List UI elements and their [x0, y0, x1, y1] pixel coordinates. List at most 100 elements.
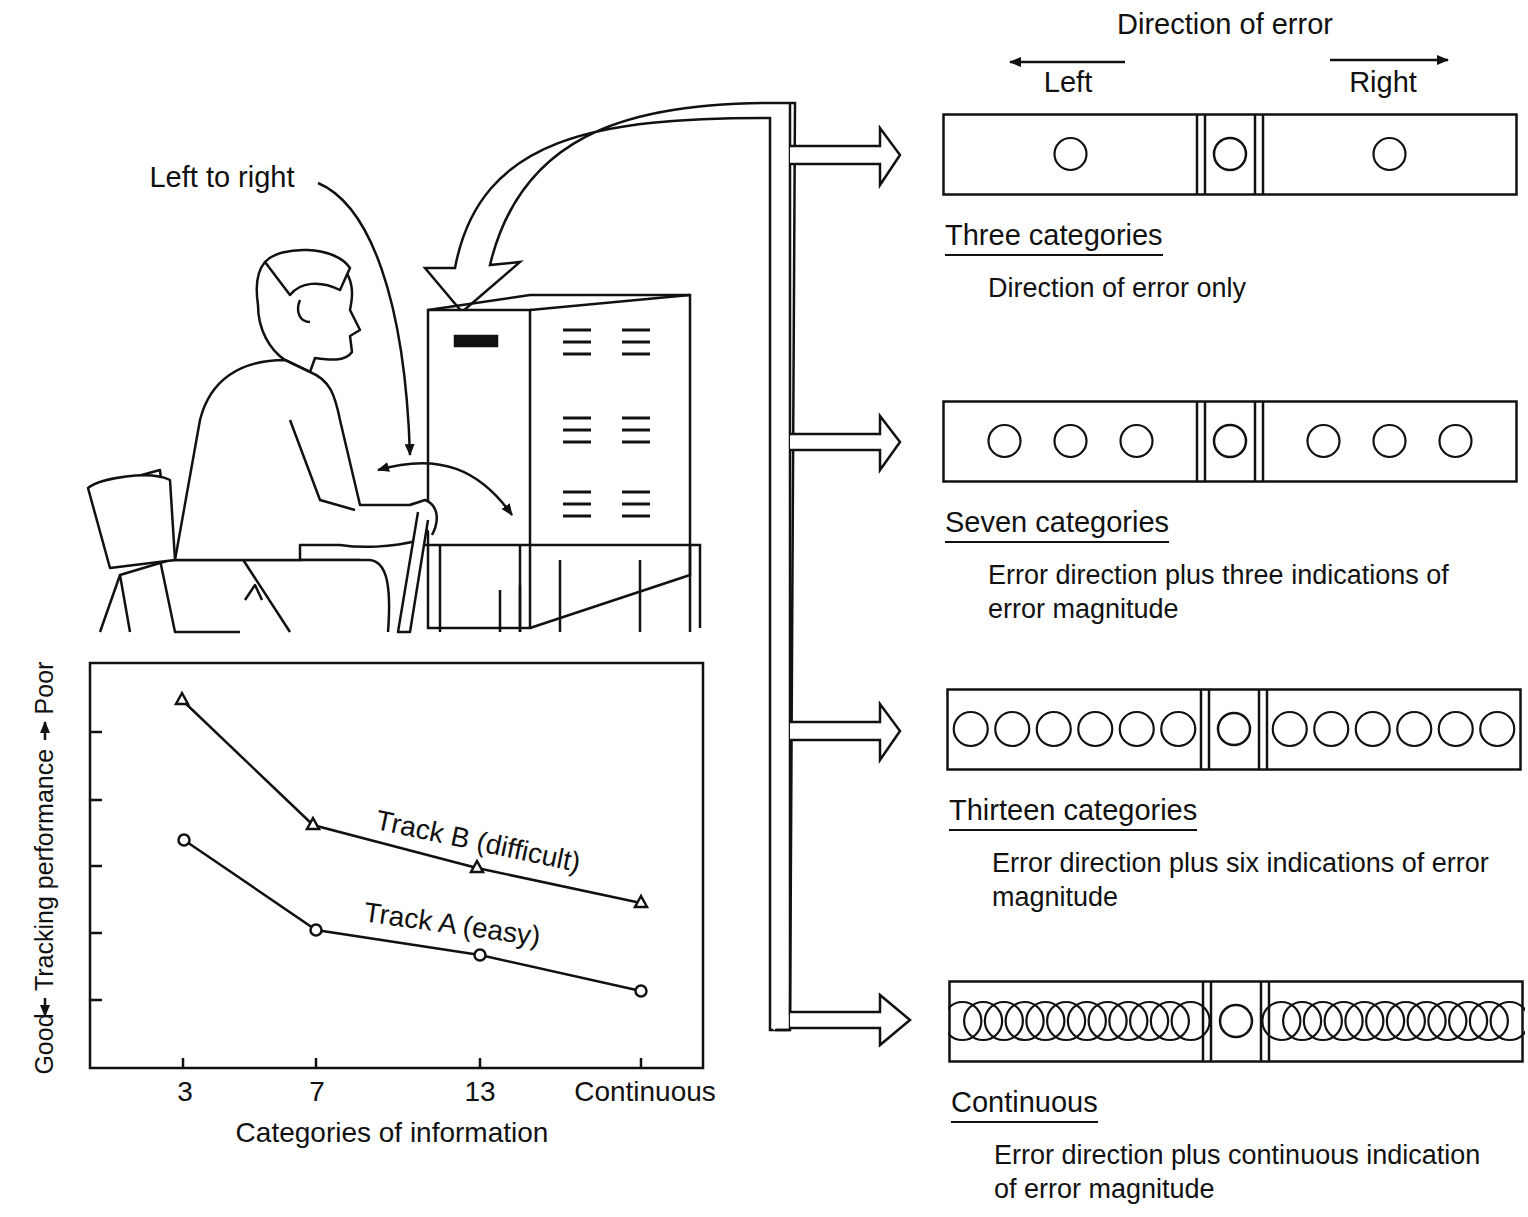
track-a-line	[636, 986, 647, 997]
display-panel: Seven categoriesError direction plus thr…	[942, 400, 1519, 627]
display-bar	[1266, 690, 1269, 770]
display-bar	[989, 425, 1021, 457]
display-bar	[1196, 115, 1199, 195]
display-bar	[1480, 712, 1514, 746]
display-bar	[1356, 712, 1390, 746]
display-bar	[1214, 425, 1246, 457]
display-bar	[1283, 1002, 1321, 1040]
display-bar	[1258, 690, 1261, 770]
display-cabinet	[425, 295, 700, 632]
motion-arrow	[318, 183, 410, 455]
display-bar	[1262, 402, 1265, 482]
panel-description: Error direction plus three indications o…	[988, 559, 1488, 627]
operator-figure	[290, 420, 355, 510]
display-bar	[1273, 712, 1307, 746]
display-bar	[1449, 1002, 1487, 1040]
tick-label: Continuous	[574, 1077, 716, 1108]
display-bar	[1130, 1002, 1168, 1040]
panel-heading: Continuous	[951, 1086, 1098, 1123]
track-b-line	[176, 693, 647, 907]
branch-arrows	[790, 704, 900, 760]
branch-arrows	[790, 416, 900, 470]
display-bar	[1218, 713, 1250, 745]
series-label: Track A (easy)	[362, 897, 542, 952]
track-b-line	[176, 693, 647, 907]
axis-arrows	[44, 998, 47, 1016]
display-bar	[1408, 1002, 1446, 1040]
tick-label: 13	[464, 1077, 495, 1108]
operator-figure	[88, 475, 175, 568]
operator-figure	[298, 300, 310, 322]
display-bar	[1121, 425, 1153, 457]
display-bar	[1214, 138, 1246, 170]
display-bar	[1202, 982, 1205, 1062]
operator-figure	[300, 560, 389, 632]
display-panel: Three categoriesDirection of error only	[942, 113, 1519, 306]
branch-arrows	[790, 995, 910, 1045]
operator-figure	[398, 512, 428, 632]
display-cabinet	[428, 310, 530, 628]
callout-label: Left to right	[149, 162, 294, 194]
display-bar	[1254, 402, 1257, 482]
display-bar	[944, 115, 1517, 195]
chart-frame	[90, 732, 102, 1000]
display-bar	[942, 113, 1519, 197]
operator-figure	[245, 585, 262, 600]
display-bar	[1254, 115, 1257, 195]
display-bar	[1047, 1002, 1085, 1040]
chart-frame	[90, 663, 703, 1068]
direction-label: Right	[1349, 67, 1417, 99]
display-bar	[1491, 1002, 1525, 1040]
display-bar	[1440, 425, 1472, 457]
axis-arrows	[44, 722, 47, 740]
tick-label: 3	[177, 1077, 193, 1108]
display-bar	[1374, 425, 1406, 457]
feed-arrow	[425, 103, 795, 1030]
panel-heading: Thirteen categories	[949, 794, 1197, 831]
track-a-line	[179, 835, 190, 846]
display-bar	[1304, 1002, 1342, 1040]
display-bar	[1208, 690, 1211, 770]
display-bar	[1439, 712, 1473, 746]
display-bar	[995, 712, 1029, 746]
feed-arrow	[425, 103, 795, 1030]
display-cabinet	[563, 330, 650, 516]
axis-title: Direction of error	[1117, 9, 1333, 41]
display-bar	[1204, 402, 1207, 482]
display-bar	[1006, 1002, 1044, 1040]
motion-arrow	[318, 183, 512, 515]
display-cabinet	[563, 330, 650, 354]
display-bar	[1262, 115, 1265, 195]
display-bar	[1314, 712, 1348, 746]
branch-arrows	[790, 128, 900, 185]
display-bar	[1345, 1002, 1383, 1040]
tick-label: 7	[309, 1077, 325, 1108]
display-bar	[948, 980, 1525, 1064]
display-cabinet	[563, 418, 650, 442]
chart-frame	[183, 1058, 641, 1068]
display-bar	[1262, 1002, 1300, 1040]
display-bar	[1325, 1002, 1363, 1040]
display-bar	[946, 688, 1523, 772]
display-bar	[1078, 712, 1112, 746]
display-bar	[1470, 1002, 1508, 1040]
display-bar	[1397, 712, 1431, 746]
display-bar	[985, 1002, 1023, 1040]
panel-description: Error direction plus six indications of …	[992, 847, 1492, 915]
operator-figure	[175, 360, 432, 560]
display-bar	[954, 712, 988, 746]
operator-figure	[88, 250, 437, 632]
track-b-line	[182, 700, 641, 903]
display-bar	[1366, 1002, 1404, 1040]
panel-description: Error direction plus continuous indicati…	[994, 1139, 1494, 1207]
operator-figure	[265, 250, 350, 295]
display-bar	[1268, 982, 1271, 1062]
direction-arrows	[1010, 61, 1125, 64]
axis-label: Good	[31, 1013, 59, 1074]
display-bar	[1428, 1002, 1466, 1040]
display-bar	[1374, 138, 1406, 170]
display-cabinet	[425, 545, 700, 632]
panel-heading: Seven categories	[945, 506, 1169, 543]
branch-arrows	[790, 128, 910, 1045]
display-bar	[1308, 425, 1340, 457]
